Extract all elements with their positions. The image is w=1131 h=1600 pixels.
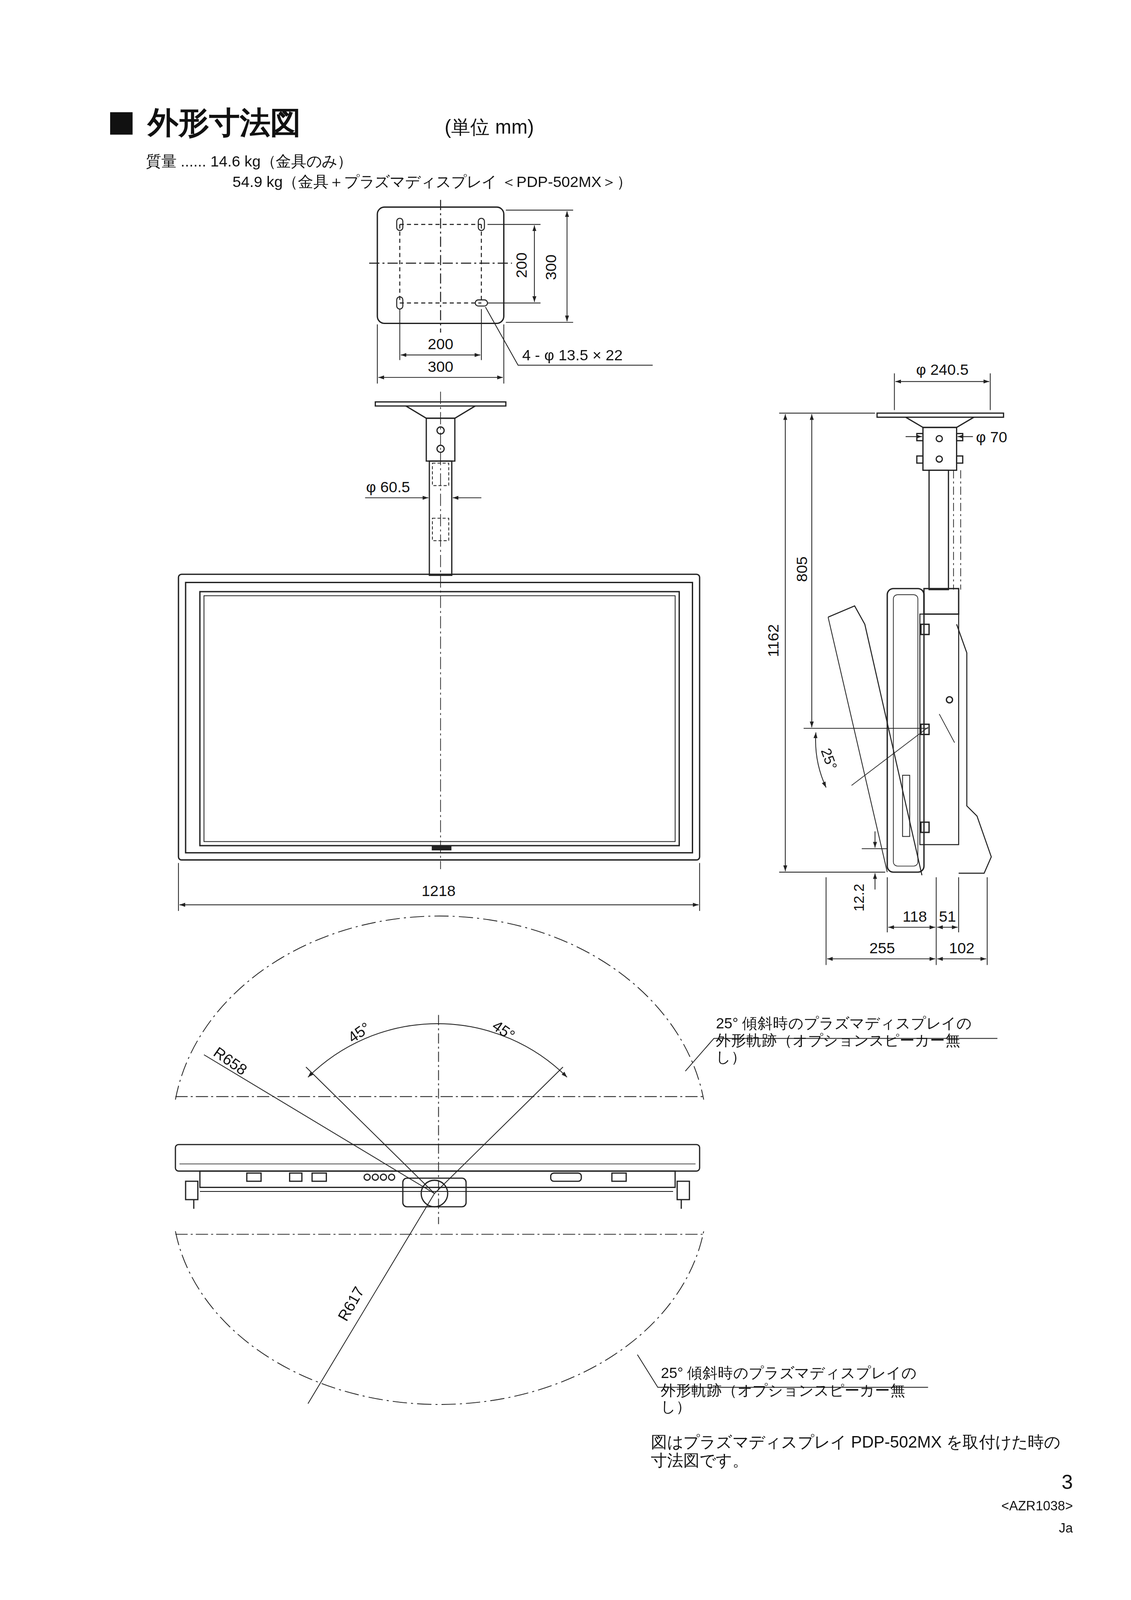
dimension-text: φ 240.5 xyxy=(915,360,970,378)
plasma-display-front xyxy=(178,574,700,860)
front-mount xyxy=(375,391,506,869)
plasma-display-top xyxy=(175,1144,700,1209)
tilt-trajectory xyxy=(175,915,998,1405)
dimension-lines xyxy=(364,497,481,499)
dimension-lines xyxy=(377,209,653,384)
dimension-text: 118 xyxy=(901,906,928,925)
caption-note: 図はプラズマディスプレイ PDP-502MX を取付けた時の 寸法図です。 xyxy=(650,1432,1070,1471)
ceiling-plate xyxy=(369,199,513,333)
dimension-text: 200 xyxy=(512,251,530,280)
dimension-text: 1218 xyxy=(420,881,457,899)
page-title: 外形寸法図 xyxy=(147,105,301,141)
dimension-text: 300 xyxy=(542,253,560,282)
dimension-text: φ 60.5 xyxy=(364,477,412,496)
radius-text: R617 xyxy=(334,1282,368,1324)
dimension-text: 12.2 xyxy=(850,882,867,913)
hole-note: 4 - φ 13.5 × 22 xyxy=(521,346,623,364)
page-number: 3 xyxy=(1061,1470,1073,1494)
dimension-text: 805 xyxy=(792,555,811,583)
dimension-text: 200 xyxy=(426,335,455,353)
dimension-text: 1162 xyxy=(764,623,782,659)
dimension-lines xyxy=(178,862,700,911)
dimension-text: 255 xyxy=(868,938,897,957)
angle-text: 25° xyxy=(817,745,841,772)
unit-note: (単位 mm) xyxy=(444,116,534,139)
dimension-lines xyxy=(779,373,991,965)
radius-text: R658 xyxy=(210,1043,251,1079)
doc-code: <AZR1038> xyxy=(1001,1498,1073,1515)
angle-text: 45° xyxy=(344,1018,374,1047)
mass-note: 54.9 kg（金具＋プラズマディスプレイ ＜PDP-502MX＞） xyxy=(232,172,633,191)
dimension-text: φ 70 xyxy=(974,427,1009,446)
mass-note: 質量 ...... 14.6 kg（金具のみ） xyxy=(145,152,353,170)
language-code: Ja xyxy=(1058,1521,1073,1537)
trajectory-note: 25° 傾斜時のプラズマディスプレイの 外形軌跡（オプションスピーカー無し） xyxy=(660,1364,934,1416)
dimension-text: 300 xyxy=(426,357,455,375)
plasma-display-side xyxy=(827,588,992,875)
title-square xyxy=(110,112,133,135)
dimension-text: 51 xyxy=(938,906,958,925)
trajectory-note: 25° 傾斜時のプラズマディスプレイの 外形軌跡（オプションスピーカー無し） xyxy=(715,1014,989,1067)
dimension-text: 102 xyxy=(947,938,976,957)
